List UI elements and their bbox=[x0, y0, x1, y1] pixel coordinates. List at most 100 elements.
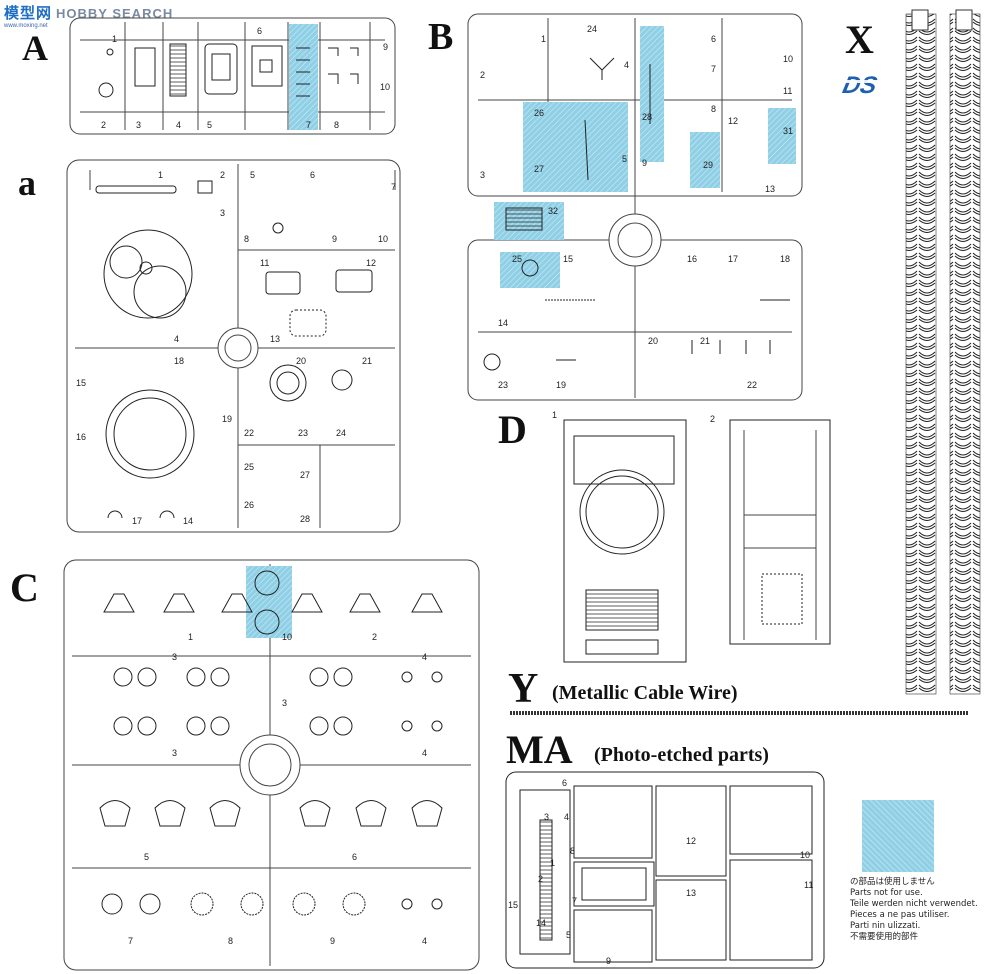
part-number: 3 bbox=[172, 652, 178, 662]
part-number: 22 bbox=[244, 428, 255, 438]
part-number: 24 bbox=[336, 428, 347, 438]
part-number: 21 bbox=[362, 356, 373, 366]
part-number: 31 bbox=[783, 126, 794, 136]
part-number: 13 bbox=[765, 184, 776, 194]
part-number: 14 bbox=[183, 516, 194, 526]
part-number: 7 bbox=[711, 64, 717, 74]
part-number: 6 bbox=[352, 852, 358, 862]
part-number: 19 bbox=[556, 380, 567, 390]
sprue-letter-D: D bbox=[498, 407, 527, 452]
part-number: 8 bbox=[334, 120, 340, 130]
sprue-letter-X: X bbox=[845, 17, 874, 62]
legend-line-fr: Pieces a ne pas utiliser. bbox=[850, 910, 950, 920]
part-number: 32 bbox=[548, 206, 559, 216]
not-for-use-legend: の部品は使用しません Parts not for use. Teile werd… bbox=[850, 877, 978, 943]
part-number: 4 bbox=[176, 120, 182, 130]
part-number: 1 bbox=[552, 410, 558, 420]
part-number: 10 bbox=[282, 632, 293, 642]
part-number: 8 bbox=[228, 936, 234, 946]
sprue-A bbox=[69, 17, 396, 135]
part-number: 16 bbox=[76, 432, 87, 442]
not-for-use-swatch bbox=[862, 800, 934, 872]
part-number: 27 bbox=[534, 164, 545, 174]
part-number: 20 bbox=[648, 336, 659, 346]
part-number: 24 bbox=[587, 24, 598, 34]
part-number: 9 bbox=[383, 42, 389, 52]
part-number: 25 bbox=[244, 462, 255, 472]
part-number: 8 bbox=[711, 104, 717, 114]
sprue-C bbox=[63, 559, 480, 971]
part-number: 5 bbox=[250, 170, 256, 180]
part-number: 18 bbox=[174, 356, 185, 366]
photo-etched-caption: (Photo-etched parts) bbox=[594, 744, 769, 766]
part-number: 14 bbox=[498, 318, 509, 328]
part-number: 15 bbox=[76, 378, 87, 388]
part-number: 1 bbox=[188, 632, 194, 642]
part-number: 3 bbox=[480, 170, 486, 180]
part-number: 11 bbox=[804, 880, 814, 890]
watermark-url: www.moxing.net bbox=[4, 23, 48, 29]
part-number: 17 bbox=[728, 254, 739, 264]
sprue-letter-B: B bbox=[428, 16, 454, 58]
part-number: 7 bbox=[128, 936, 134, 946]
part-number: 29 bbox=[703, 160, 714, 170]
sprue-letter-A: A bbox=[22, 28, 48, 68]
part-number: 2 bbox=[480, 70, 486, 80]
part-number: 6 bbox=[711, 34, 717, 44]
part-number: 17 bbox=[132, 516, 143, 526]
part-number: 10 bbox=[380, 82, 391, 92]
part-number: 3 bbox=[220, 208, 226, 218]
part-number: 10 bbox=[378, 234, 389, 244]
part-number: 2 bbox=[372, 632, 378, 642]
part-number: 2 bbox=[538, 874, 544, 884]
part-number: 3 bbox=[544, 812, 550, 822]
part-number: 19 bbox=[222, 414, 233, 424]
legend-line-en: Parts not for use. bbox=[850, 888, 923, 898]
sprue-a bbox=[66, 159, 401, 533]
part-number: 8 bbox=[570, 846, 576, 856]
part-number: 1 bbox=[550, 858, 556, 868]
part-number: 23 bbox=[298, 428, 309, 438]
part-number: 22 bbox=[747, 380, 758, 390]
legend-line-jp: の部品は使用しません bbox=[850, 877, 935, 887]
part-number: 5 bbox=[622, 154, 628, 164]
part-number: 13 bbox=[686, 888, 697, 898]
legend-line-de: Teile werden nicht verwendet. bbox=[850, 899, 978, 909]
part-number: 5 bbox=[144, 852, 150, 862]
part-number: 4 bbox=[422, 936, 428, 946]
sprue-letter-Y: Y bbox=[508, 666, 539, 712]
part-number: 26 bbox=[534, 108, 545, 118]
part-number: 28 bbox=[642, 112, 653, 122]
legend-line-cn: 不需要使用的部件 bbox=[850, 932, 919, 942]
part-number: 12 bbox=[686, 836, 697, 846]
part-number: 28 bbox=[300, 514, 311, 524]
part-number: 1 bbox=[112, 34, 118, 44]
sprue-MA bbox=[505, 771, 825, 969]
part-number: 20 bbox=[296, 356, 307, 366]
part-number: 15 bbox=[563, 254, 574, 264]
watermark-text: HOBBY SEARCH bbox=[56, 6, 174, 21]
part-number: 10 bbox=[783, 54, 794, 64]
part-number: 9 bbox=[330, 936, 336, 946]
part-number: 5 bbox=[207, 120, 213, 130]
part-number: 7 bbox=[391, 182, 397, 192]
part-number: 7 bbox=[572, 896, 578, 906]
watermark-logo: 模型网 bbox=[4, 5, 53, 22]
sprue-letter-MA: MA bbox=[506, 727, 573, 772]
part-number: 1 bbox=[541, 34, 547, 44]
part-number: 6 bbox=[257, 26, 263, 36]
part-number: 4 bbox=[422, 748, 428, 758]
part-number: 25 bbox=[512, 254, 523, 264]
metallic-cable-caption: (Metallic Cable Wire) bbox=[552, 682, 738, 704]
part-number: 3 bbox=[172, 748, 178, 758]
sprue-B bbox=[467, 13, 803, 401]
part-number: 4 bbox=[624, 60, 630, 70]
part-number: 18 bbox=[780, 254, 791, 264]
part-number: 1 bbox=[158, 170, 164, 180]
part-number: 15 bbox=[508, 900, 519, 910]
part-number: 10 bbox=[800, 850, 811, 860]
part-number: 27 bbox=[300, 470, 311, 480]
sprue-D bbox=[563, 419, 831, 663]
part-number: 13 bbox=[270, 334, 281, 344]
